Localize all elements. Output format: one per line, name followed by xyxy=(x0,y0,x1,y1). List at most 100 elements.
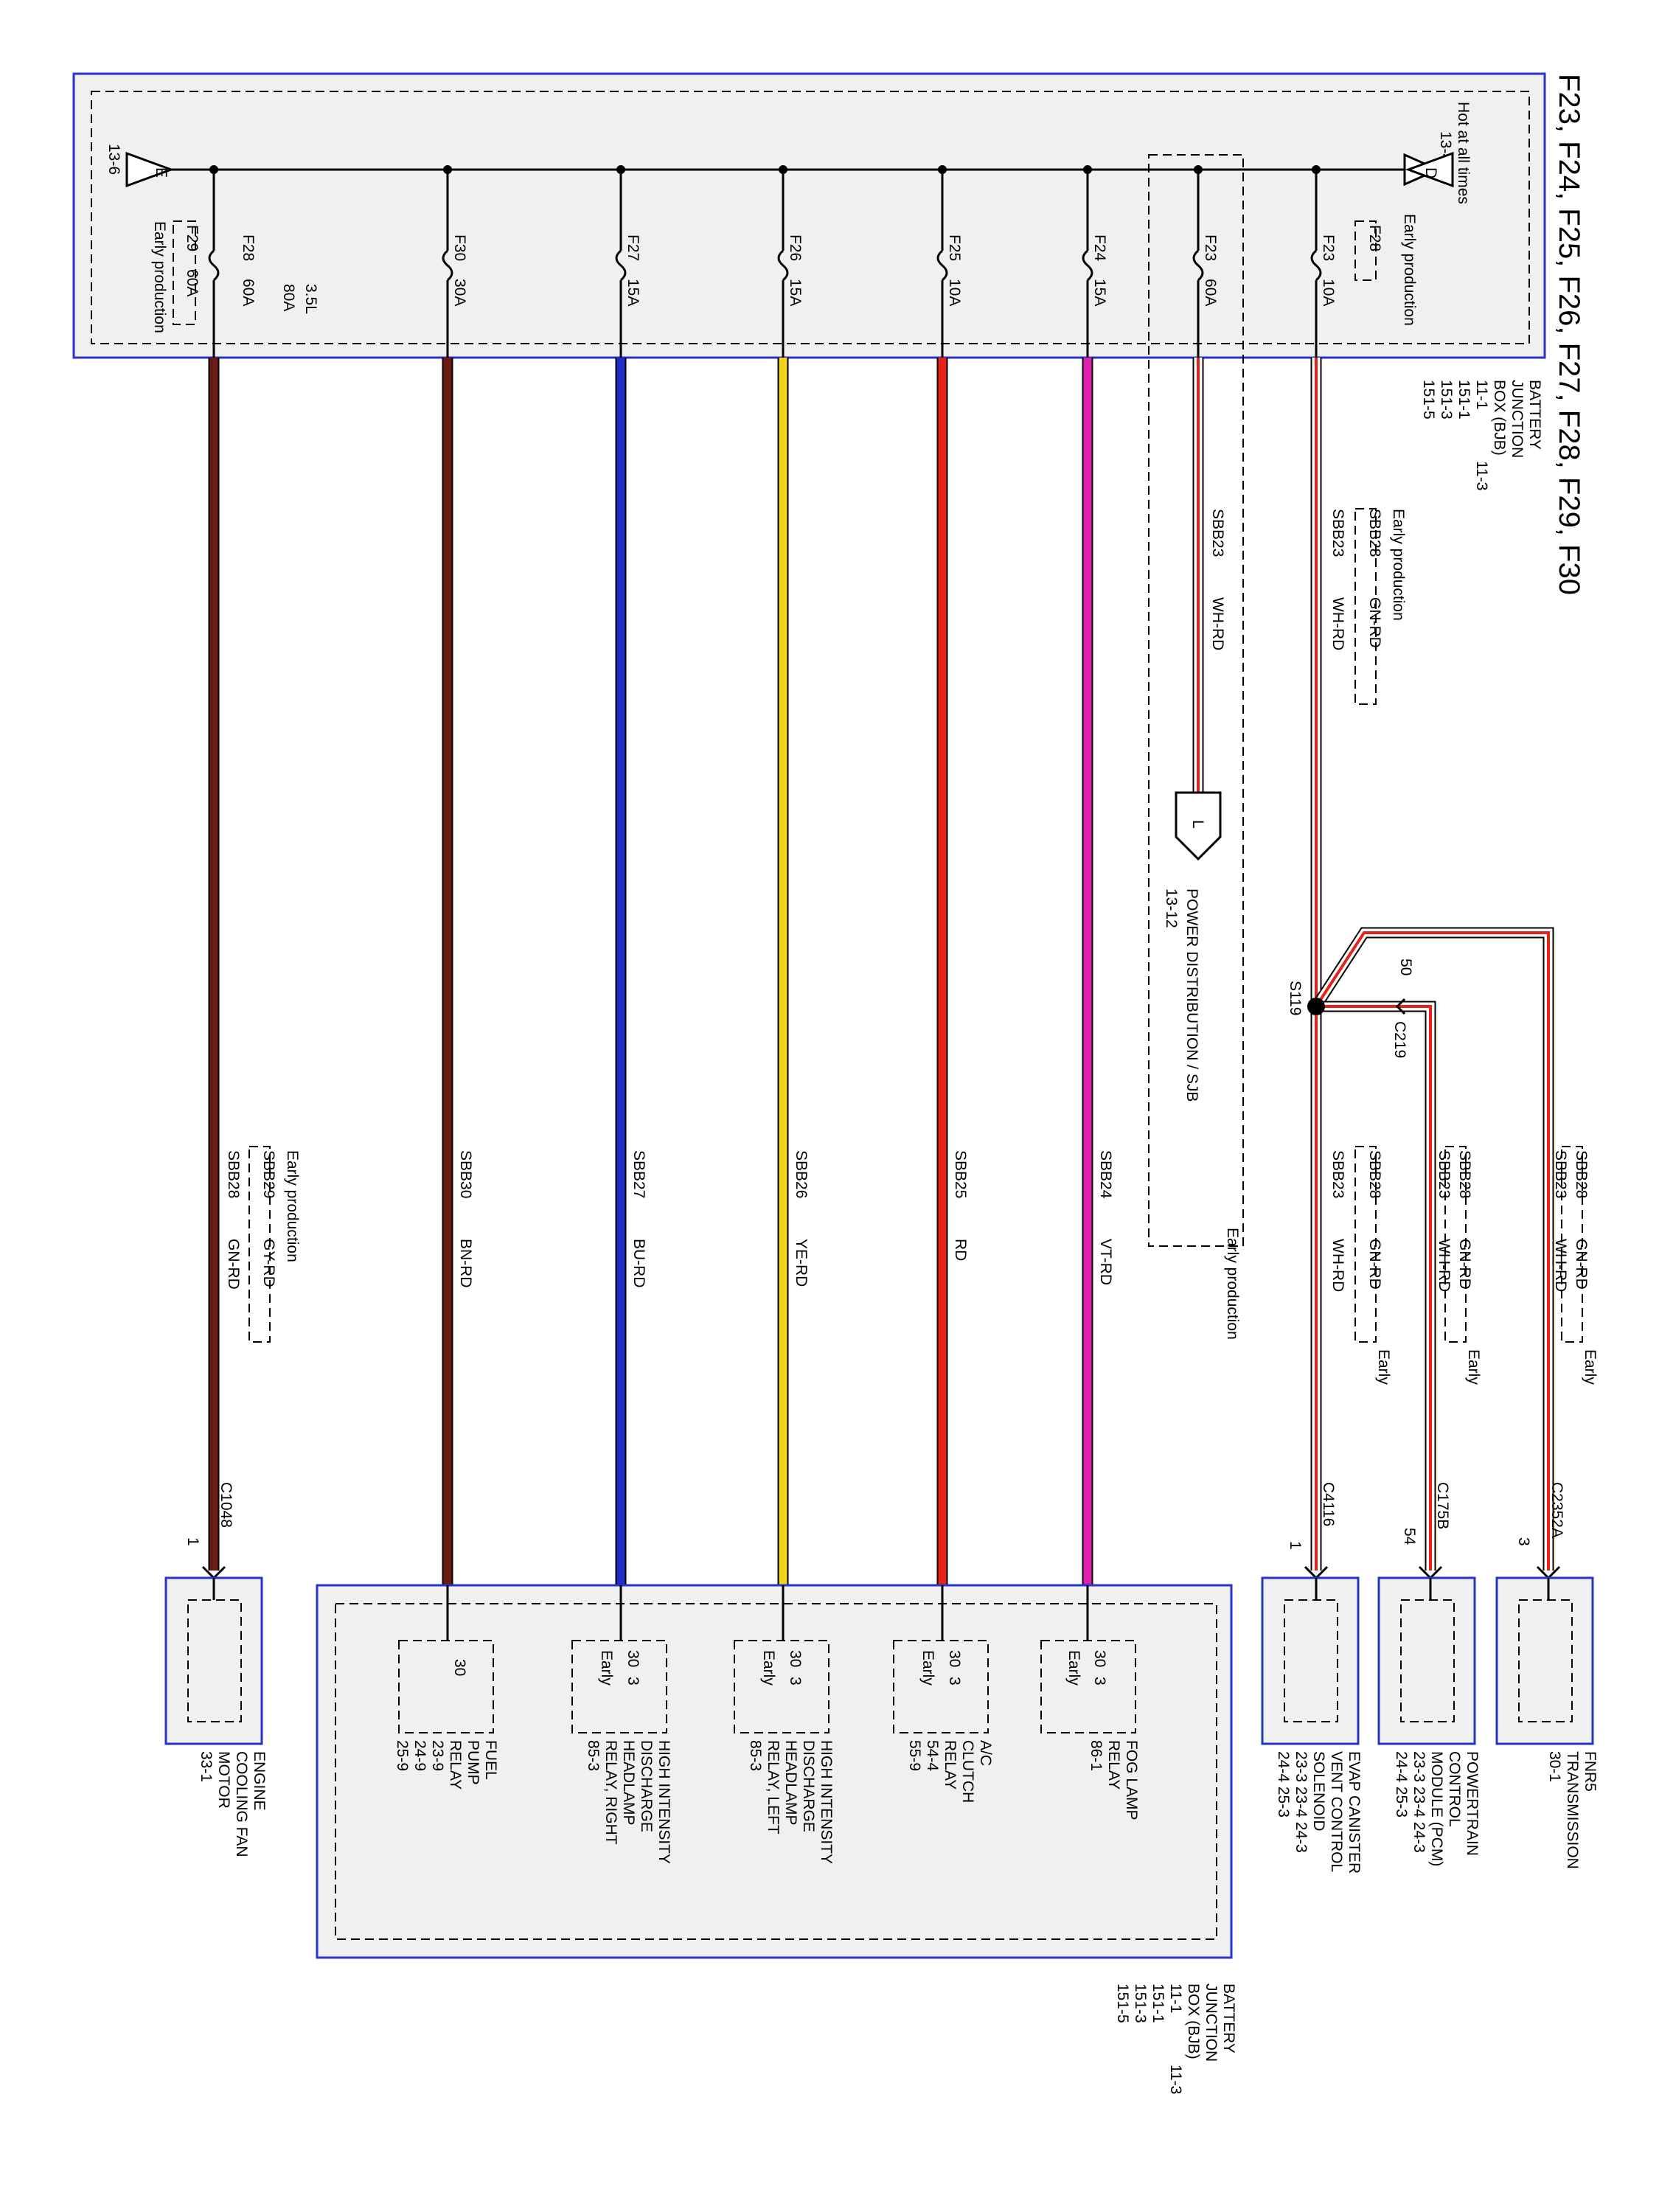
terminal-l-letter: L xyxy=(1189,820,1206,829)
svg-text:23-3 23-4 24-3: 23-3 23-4 24-3 xyxy=(1411,1751,1427,1853)
fuse-f23a-name: F23 xyxy=(1320,234,1337,261)
fuse-f27-rating: 15A xyxy=(625,279,641,306)
connector-c175b-pin: 54 xyxy=(1401,1528,1418,1545)
wire-b3-alt-color: GN-RD xyxy=(1366,1239,1383,1290)
fuse-f23a-rating: 10A xyxy=(1320,279,1337,306)
fuse-f26-rating: 15A xyxy=(787,279,804,306)
fuse-f25-name: F25 xyxy=(946,234,963,261)
terminal-e-ref: 13-6 xyxy=(105,144,122,175)
relay-hidr-pin: 30 xyxy=(625,1650,641,1667)
wire-b2-color: WH-RD xyxy=(1436,1239,1453,1292)
power-dist-ref: 13-12 xyxy=(1163,888,1180,928)
wire-wfan-early: Early production xyxy=(284,1150,301,1262)
svg-text:24-9: 24-9 xyxy=(411,1740,428,1771)
svg-text:TRANSMISSION: TRANSMISSION xyxy=(1564,1751,1581,1869)
svg-text:54-4: 54-4 xyxy=(924,1740,941,1771)
wire-b1-circuit: SBB23 xyxy=(1552,1150,1569,1198)
svg-text:RELAY, RIGHT: RELAY, RIGHT xyxy=(602,1740,619,1845)
svg-text:BATTERY: BATTERY xyxy=(1526,380,1543,450)
relay-ac-alt-pin: 3 xyxy=(946,1677,963,1686)
wire-w27-color: BU-RD xyxy=(630,1239,647,1288)
diagram-title: F23, F24, F25, F26, F27, F28, F29, F30 xyxy=(1553,74,1585,595)
relay-ac-pin: 30 xyxy=(946,1650,963,1667)
splice-pin: 50 xyxy=(1397,959,1414,975)
fuse-f30 xyxy=(442,165,453,358)
relay-hid-left xyxy=(734,1585,830,1733)
early-production-fan: Early production xyxy=(151,221,168,333)
splice-name: S119 xyxy=(1287,981,1304,1016)
svg-text:23-9: 23-9 xyxy=(429,1740,446,1771)
wire-b3-early: Early xyxy=(1375,1349,1392,1385)
svg-text:ENGINE: ENGINE xyxy=(251,1751,268,1811)
svg-text:11-1: 11-1 xyxy=(1167,1983,1184,2013)
svg-text:33-1: 33-1 xyxy=(198,1751,215,1782)
fuse-f27-name: F27 xyxy=(625,234,641,261)
bottom-bjb-box xyxy=(316,1584,1233,1959)
wire-b2-alt-color: GN-RD xyxy=(1456,1239,1473,1290)
top-bjb-label: BATTERY JUNCTION BOX (BJB) 11-1 151-1 15… xyxy=(1420,380,1543,490)
pcm-label: POWERTRAIN CONTROL MODULE (PCM) 23-3 23-… xyxy=(1393,1751,1481,1866)
svg-text:24-4 25-3: 24-4 25-3 xyxy=(1393,1751,1410,1818)
fan-label: ENGINE COOLING FAN MOTOR 33-1 xyxy=(198,1751,268,1857)
wire-wfan-alt-circuit: SBB29 xyxy=(260,1150,277,1198)
wire-w26-color: YE-RD xyxy=(793,1239,810,1287)
relay-hidr-early: Early xyxy=(598,1650,615,1686)
wire-w25-circuit: SBB25 xyxy=(952,1150,969,1198)
fuse-f23-60a xyxy=(1192,165,1204,358)
fuse-f24-rating: 15A xyxy=(1091,279,1108,306)
fuse-f23-10a xyxy=(1310,165,1322,358)
fuse-f28-name: F28 xyxy=(240,234,257,261)
early-f29-rating: 60A xyxy=(184,269,201,296)
svg-text:11-3: 11-3 xyxy=(1167,2065,1184,2094)
fuse-f26-name: F26 xyxy=(787,234,804,261)
svg-text:CLUTCH: CLUTCH xyxy=(959,1740,976,1803)
terminal-e-letter: E xyxy=(153,167,170,178)
relay-fog-pin: 30 xyxy=(1091,1650,1108,1667)
early-f29-label: F29 xyxy=(184,225,201,251)
relay-hidl-pin: 30 xyxy=(787,1650,804,1667)
terminal-l xyxy=(1175,791,1222,861)
connector-c2352a-pin: 3 xyxy=(1515,1537,1532,1546)
power-dist-name: POWER DISTRIBUTION / SJB xyxy=(1183,888,1200,1102)
early-f28-label: F28 xyxy=(1366,225,1383,251)
relay-ac-clutch xyxy=(893,1585,989,1733)
wire-w30-color: BN-RD xyxy=(457,1239,474,1288)
wire-b1-alt-circuit: SBB28 xyxy=(1573,1150,1590,1198)
fuse-f25 xyxy=(936,165,948,358)
relay-fog-early: Early xyxy=(1065,1650,1082,1686)
svg-text:SOLENOID: SOLENOID xyxy=(1310,1751,1327,1832)
wire-w24-color: VT-RD xyxy=(1097,1239,1114,1285)
svg-text:23-3 23-4 24-3: 23-3 23-4 24-3 xyxy=(1293,1751,1310,1853)
svg-text:CONTROL: CONTROL xyxy=(1446,1751,1463,1827)
wire-w1-alt-circuit: SBB28 xyxy=(1366,509,1383,557)
svg-text:151-1: 151-1 xyxy=(1455,380,1472,420)
connector-c1048-pin: 1 xyxy=(184,1537,201,1546)
svg-text:HEADLAMP: HEADLAMP xyxy=(782,1740,799,1826)
svg-text:151-3: 151-3 xyxy=(1132,1983,1149,2023)
svg-text:EVAP CANISTER: EVAP CANISTER xyxy=(1346,1751,1363,1874)
svg-text:VENT CONTROL: VENT CONTROL xyxy=(1328,1751,1345,1872)
fuse-f25-rating: 10A xyxy=(946,279,963,306)
svg-text:HIGH INTENSITY: HIGH INTENSITY xyxy=(655,1740,672,1864)
wire-w24-circuit: SBB24 xyxy=(1097,1150,1114,1199)
relay-fuel-pin: 30 xyxy=(451,1659,468,1676)
connector-c4116-name: C4116 xyxy=(1320,1482,1337,1526)
power-dist-early: Early production xyxy=(1224,1228,1241,1340)
splice-s119 xyxy=(1307,927,1554,1571)
fnr5-label: FNR5 TRANSMISSION 30-1 xyxy=(1546,1751,1599,1869)
svg-text:BOX (BJB): BOX (BJB) xyxy=(1185,1983,1202,2059)
hot-label: Hot at all times xyxy=(1455,102,1472,204)
svg-text:COOLING FAN: COOLING FAN xyxy=(233,1751,250,1857)
early-production-label-top: Early production xyxy=(1401,214,1418,326)
svg-text:HEADLAMP: HEADLAMP xyxy=(620,1740,637,1826)
wire-b3-alt-circuit: SBB28 xyxy=(1366,1150,1383,1198)
svg-text:HIGH INTENSITY: HIGH INTENSITY xyxy=(818,1740,835,1864)
wire-w25-color: RD xyxy=(952,1239,969,1261)
svg-text:151-5: 151-5 xyxy=(1114,1983,1131,2023)
relay-hidr-label: HIGH INTENSITY DISCHARGE HEADLAMP RELAY,… xyxy=(585,1740,672,1864)
svg-text:FOG LAMP: FOG LAMP xyxy=(1123,1740,1140,1820)
fuse-f24-name: F24 xyxy=(1091,234,1108,262)
wire-b2-circuit: SBB23 xyxy=(1436,1150,1453,1198)
svg-text:RELAY, LEFT: RELAY, LEFT xyxy=(765,1740,782,1834)
wire-b2-alt-circuit: SBB28 xyxy=(1456,1150,1473,1198)
